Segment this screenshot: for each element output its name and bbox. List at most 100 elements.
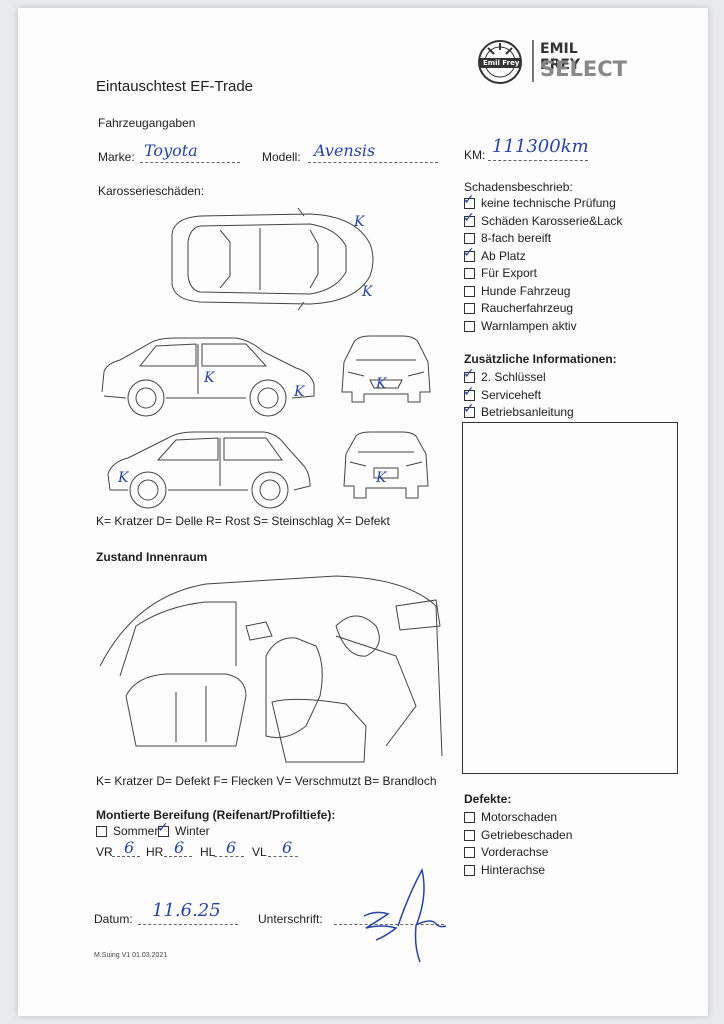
damage-description-label: Schadensbeschrieb: — [464, 180, 573, 194]
version-text: M.Suing V1 01.03.2021 — [94, 952, 168, 959]
modell-value[interactable]: Avensis — [314, 141, 376, 160]
car-rear-view-diagram — [343, 431, 429, 499]
additional-info-label: Serviceheft — [481, 387, 542, 402]
damage-description-item[interactable]: ✓ Ab Platz — [463, 246, 526, 263]
vr-label: VR — [96, 845, 113, 859]
hr-label: HR — [146, 845, 164, 859]
damage-description-label: Hunde Fahrzeug — [481, 283, 571, 298]
damage-description-item[interactable]: Hunde Fahrzeug — [464, 284, 570, 298]
defect-checkbox[interactable] — [464, 812, 475, 824]
marke-value[interactable]: Toyota — [144, 141, 198, 160]
car-top-view-diagram — [171, 207, 374, 311]
additional-info-item[interactable]: ✓ Serviceheft — [463, 385, 542, 402]
additional-info-label: 2. Schlüssel — [481, 370, 546, 384]
defect-item[interactable]: Hinterachse — [464, 863, 545, 877]
damage-description-checkbox[interactable] — [464, 285, 475, 297]
logo-seal-text: Emil Frey — [483, 59, 520, 67]
defect-checkbox[interactable] — [464, 829, 475, 841]
emil-frey-logo: Emil Frey EMIL FREY SELECT — [474, 38, 627, 88]
defect-label: Hinterachse — [481, 862, 546, 877]
damage-mark-5: K — [376, 376, 387, 392]
additional-info-checkbox[interactable]: ✓ — [463, 385, 475, 401]
defect-label: Motorschaden — [481, 810, 558, 824]
damage-description-label: Ab Platz — [481, 248, 526, 263]
km-value[interactable]: 111300km — [492, 136, 589, 157]
logo-line-1: EMIL FREY — [540, 41, 581, 73]
damage-description-label: keine technische Prüfung — [481, 196, 616, 210]
additional-info-label: Betriebsanleitung — [481, 405, 574, 419]
body-damage-label: Karosserieschäden: — [98, 184, 205, 198]
damage-description-checkbox[interactable]: ✓ — [463, 246, 475, 262]
damage-description-checkbox[interactable] — [464, 268, 475, 280]
damage-description-item[interactable]: ✓Schäden Karosserie&Lack — [463, 211, 622, 228]
defect-checkbox[interactable] — [464, 864, 475, 876]
checkmark-icon: ✓ — [463, 401, 475, 418]
interior-section-label: Zustand Innenraum — [96, 550, 208, 564]
defect-item[interactable]: Getriebeschaden — [464, 828, 572, 842]
defect-item[interactable]: Motorschaden — [464, 810, 557, 824]
damage-description-item[interactable]: 8-fach bereift — [464, 231, 551, 245]
damage-mark-6: K — [118, 470, 129, 486]
body-damage-legend: K= Kratzer D= Delle R= Rost S= Steinschl… — [96, 514, 390, 528]
interior-diagram — [99, 575, 443, 763]
damage-description-label: Warnlampen aktiv — [481, 318, 577, 333]
form-sheet: Emil Frey EMIL FREY SELECT Eintauschtest… — [18, 8, 708, 1016]
defect-item[interactable]: Vorderachse — [464, 845, 548, 859]
defects-label: Defekte: — [464, 792, 512, 806]
damage-description-item[interactable]: Raucherfahrzeug — [464, 301, 573, 315]
notes-box[interactable] — [462, 422, 678, 774]
winter-checkbox[interactable]: ✓ — [157, 821, 169, 838]
summer-checkbox[interactable] — [96, 826, 107, 838]
signature-label: Unterschrift: — [258, 912, 323, 926]
vl-value[interactable]: 6 — [282, 838, 293, 857]
page-title: Eintauschtest EF-Trade — [96, 78, 254, 95]
damage-description-checkbox[interactable] — [464, 303, 475, 315]
damage-description-label: Für Export — [481, 266, 538, 280]
additional-info-checkbox[interactable]: ✓ — [463, 367, 475, 384]
date-label: Datum: — [94, 912, 133, 926]
summer-label: Sommer — [113, 824, 159, 838]
checkmark-icon: ✓ — [463, 366, 475, 383]
tires-label: Montierte Bereifung (Reifenart/Profiltie… — [96, 808, 336, 822]
car-side-view-right-diagram — [107, 431, 311, 509]
car-front-view-diagram — [341, 335, 431, 403]
vehicle-section-label: Fahrzeugangaben — [98, 116, 196, 130]
car-side-view-left-diagram — [101, 337, 315, 417]
vl-label: VL — [252, 845, 267, 859]
damage-mark-1: K — [354, 214, 365, 230]
tire-winter-option[interactable]: ✓ Winter — [157, 821, 210, 838]
defect-checkbox[interactable] — [464, 847, 475, 859]
hr-value[interactable]: 6 — [174, 838, 185, 857]
additional-info-checkbox[interactable]: ✓ — [463, 402, 475, 419]
damage-description-checkbox[interactable]: ✓ — [463, 211, 475, 227]
damage-description-item[interactable]: Für Export — [464, 266, 537, 280]
damage-mark-3: K — [204, 370, 215, 386]
logo-line-2: SELECT — [540, 57, 627, 81]
checkmark-icon: ✓ — [463, 383, 475, 400]
defect-label: Getriebeschaden — [481, 827, 573, 842]
hl-label: HL — [200, 845, 216, 859]
vr-value[interactable]: 6 — [124, 838, 135, 857]
km-label: KM: — [464, 148, 486, 162]
damage-mark-7: K — [376, 470, 387, 486]
damage-description-label: Raucherfahrzeug — [481, 301, 574, 315]
damage-description-label: 8-fach bereift — [481, 231, 552, 245]
additional-info-item[interactable]: ✓ 2. Schlüssel — [463, 367, 546, 384]
handwritten-signature[interactable] — [336, 866, 447, 966]
checkmark-icon: ✓ — [463, 244, 475, 261]
additional-info-label: Zusätzliche Informationen: — [464, 352, 617, 366]
modell-label: Modell: — [262, 150, 301, 164]
damage-description-item[interactable]: ✓ keine technische Prüfung — [463, 193, 616, 210]
damage-description-checkbox[interactable] — [464, 320, 475, 332]
damage-description-item[interactable]: Warnlampen aktiv — [464, 319, 577, 333]
checkmark-icon: ✓ — [463, 192, 475, 209]
tire-summer-option[interactable]: Sommer — [96, 824, 158, 838]
date-value[interactable]: 11.6.25 — [152, 900, 221, 921]
damage-mark-2: K — [362, 284, 373, 300]
damage-description-checkbox[interactable]: ✓ — [463, 193, 475, 210]
damage-description-checkbox[interactable] — [464, 233, 475, 245]
winter-label: Winter — [175, 824, 210, 838]
additional-info-item[interactable]: ✓ Betriebsanleitung — [463, 402, 574, 419]
hl-value[interactable]: 6 — [226, 838, 237, 857]
defect-label: Vorderachse — [481, 845, 549, 859]
